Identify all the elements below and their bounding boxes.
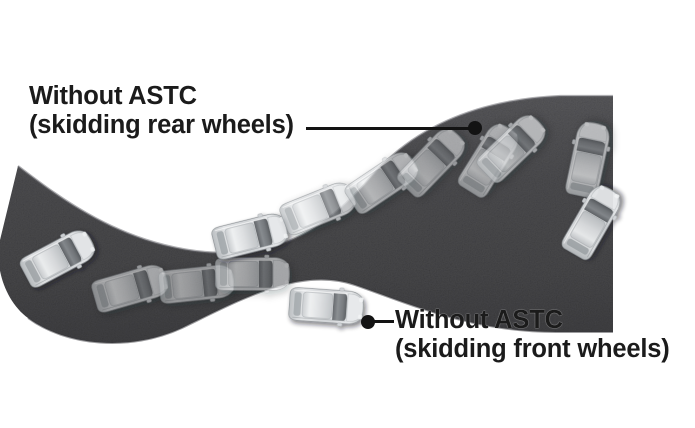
- label-without-astc-front: Without ASTC (skidding front wheels): [395, 306, 670, 364]
- label-rear-line2: (skidding rear wheels): [29, 111, 294, 140]
- vehicle-front-skid-4: [214, 254, 291, 294]
- label-front-line1: Without ASTC: [395, 306, 563, 334]
- leader-line-front: [372, 320, 394, 324]
- leader-dot-rear: [468, 121, 482, 135]
- leader-dot-front: [361, 314, 375, 329]
- vehicle-front-skid-5: [287, 283, 366, 329]
- label-rear-line1: Without ASTC: [29, 82, 197, 110]
- label-without-astc-rear: Without ASTC (skidding rear wheels): [29, 82, 294, 140]
- label-front-line2: (skidding front wheels): [395, 335, 670, 364]
- leader-line-rear: [306, 126, 474, 130]
